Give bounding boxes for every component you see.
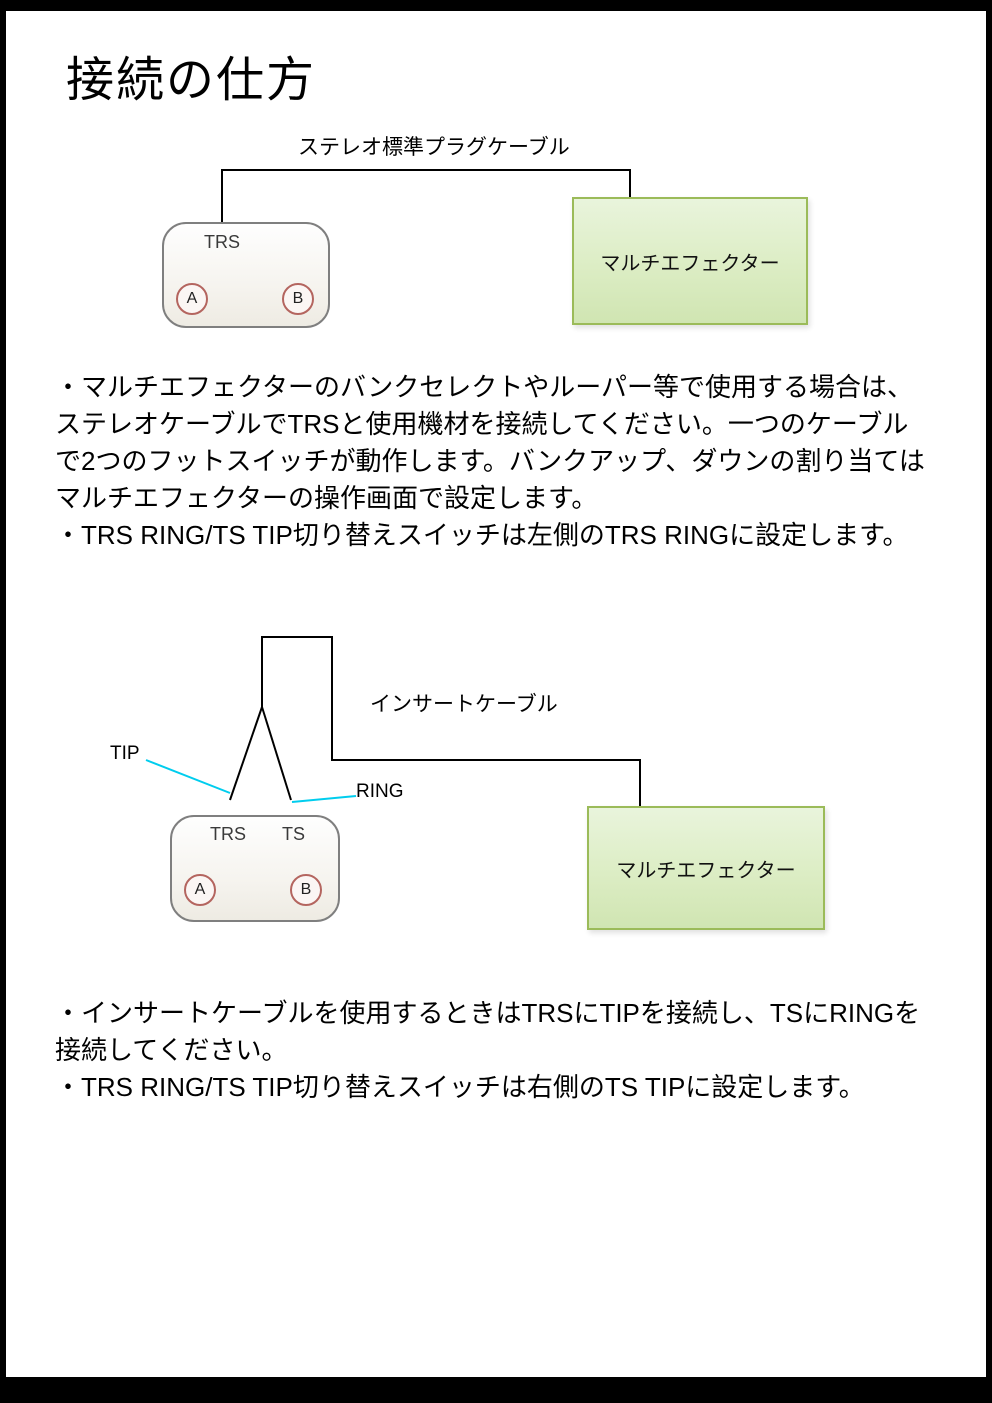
note-line: ・インサートケーブルを使用するときはTRSにTIPを接続し、TSにRINGを [55, 998, 921, 1028]
ts-jack-label: TS [282, 824, 306, 844]
multi-effector-label: マルチエフェクター [600, 252, 780, 275]
ring-pointer-line [291, 795, 357, 803]
stereo-cable-line [221, 169, 631, 223]
trs-jack-label: TRS [204, 232, 240, 252]
footswitch-box-1: TRS A B [162, 222, 330, 328]
page-border-left [0, 0, 6, 1403]
note-line: 接続してください。 [55, 1035, 288, 1065]
note-line: ・TRS RING/TS TIP切り替えスイッチは右側のTS TIPに設定します… [55, 1072, 865, 1102]
footswitch-a: A [176, 283, 208, 315]
page-title: 接続の仕方 [66, 54, 317, 107]
footswitch-box-2: TRS TS A B [170, 815, 340, 922]
note-line: マルチエフェクターの操作画面で設定します。 [55, 483, 598, 513]
ring-label: RING [356, 781, 404, 802]
note-line: ステレオケーブルでTRSと使用機材を接続してください。一つのケーブル [55, 409, 909, 439]
multi-effector-label: マルチエフェクター [616, 859, 796, 882]
insert-cable-line [261, 636, 641, 807]
tip-label: TIP [110, 743, 140, 764]
insert-cable-branch-tip [229, 706, 263, 801]
notes-block-1: ・マルチエフェクターのバンクセレクトやルーパー等で使用する場合は、 ステレオケー… [55, 369, 925, 554]
multi-effector-box-1: マルチエフェクター [572, 197, 808, 325]
note-line: で2つのフットスイッチが動作します。バンクアップ、ダウンの割り当ては [55, 446, 925, 476]
tip-pointer-line [145, 759, 231, 794]
multi-effector-box-2: マルチエフェクター [587, 806, 825, 930]
note-line: ・TRS RING/TS TIP切り替えスイッチは左側のTRS RINGに設定し… [55, 520, 909, 550]
note-line: ・マルチエフェクターのバンクセレクトやルーパー等で使用する場合は、 [55, 372, 914, 402]
insert-cable-branch-ring [261, 706, 292, 801]
footswitch-b: B [290, 874, 322, 906]
footswitch-b: B [282, 283, 314, 315]
trs-jack-label: TRS [210, 824, 246, 844]
page-border-right [986, 0, 992, 1403]
insert-cable-label: インサートケーブル [370, 693, 558, 716]
stereo-cable-label: ステレオ標準プラグケーブル [298, 136, 570, 159]
notes-block-2: ・インサートケーブルを使用するときはTRSにTIPを接続し、TSにRINGを 接… [55, 995, 920, 1106]
footswitch-a: A [184, 874, 216, 906]
page-border-top [0, 0, 992, 11]
page-border-bottom [0, 1377, 992, 1403]
